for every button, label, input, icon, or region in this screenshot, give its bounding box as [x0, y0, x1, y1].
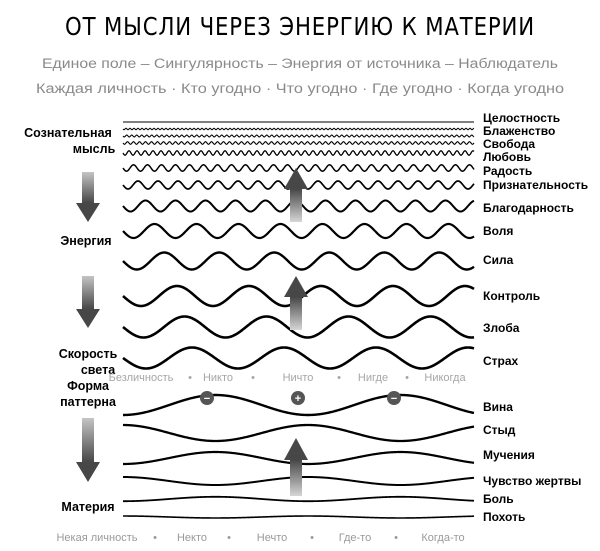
bottom-row: Некая личность • Некто • Нечто • Где-то …: [56, 532, 464, 544]
wave-line: [122, 423, 475, 443]
label-energy: Энергия: [60, 234, 111, 248]
bottom-row-item: Где-то: [339, 532, 371, 544]
emotion-label: Блаженство: [483, 124, 555, 138]
bottom-row-item: Некая личность: [56, 532, 137, 544]
page-title: ОТ МЫСЛИ ЧЕРЕЗ ЭНЕРГИЮ К МАТЕРИИ: [65, 12, 535, 41]
plus-sign-center: +: [291, 391, 305, 405]
emotion-label: Контроль: [483, 289, 540, 303]
svg-text:−: −: [204, 393, 210, 405]
middle-row: Безличность • Никто • Ничто • Нигде • Ни…: [109, 372, 467, 384]
middle-row-item: Ничто: [283, 372, 314, 384]
bottom-row-separator: •: [310, 532, 314, 544]
emotion-label: Чувство жертвы: [483, 474, 581, 488]
emotion-label: Целостность: [483, 111, 560, 125]
minus-sign-right: −: [387, 391, 401, 405]
emotion-label: Боль: [483, 492, 514, 506]
label-conscious-thought-2: мысль: [73, 142, 116, 156]
wave-line: [122, 393, 475, 417]
middle-row-item: Нигде: [358, 372, 388, 384]
wave-line: [122, 346, 475, 370]
middle-row-separator: •: [251, 372, 255, 384]
down-arrow-3: [76, 418, 100, 482]
emotion-label: Похоть: [483, 510, 525, 524]
wave-line: [122, 127, 475, 131]
bottom-row-item: Когда-то: [421, 532, 464, 544]
emotion-label: Любовь: [483, 150, 531, 164]
wave-line: [122, 164, 475, 172]
wave-line: [122, 515, 475, 519]
wave-line: [122, 134, 475, 138]
middle-row-item: Никогда: [424, 372, 466, 384]
emotion-label: Воля: [483, 224, 513, 238]
minus-sign-left: −: [200, 391, 214, 405]
middle-row-item: Безличность: [109, 372, 174, 384]
emotion-label: Благодарность: [483, 201, 574, 215]
down-arrow-1: [76, 172, 100, 222]
emotion-label: Страх: [483, 354, 519, 368]
label-pattern-form-2: паттерна: [60, 395, 117, 409]
emotion-label: Сила: [483, 253, 514, 267]
bottom-row-separator: •: [394, 532, 398, 544]
emotion-label: Мучения: [483, 448, 535, 462]
bottom-row-separator: •: [227, 532, 231, 544]
bottom-row-item: Некто: [177, 532, 207, 544]
emotion-label: Вина: [483, 400, 513, 414]
wave-line: [122, 222, 475, 240]
wave-line: [122, 150, 475, 156]
wave-line: [122, 251, 475, 271]
emotion-label: Признательность: [483, 178, 588, 192]
middle-row-separator: •: [405, 372, 409, 384]
label-matter: Материя: [61, 500, 114, 514]
up-arrow-1: [284, 168, 308, 222]
svg-text:−: −: [391, 393, 397, 405]
emotion-labels: Целостность Блаженство Свобода Любовь Ра…: [483, 111, 588, 524]
wave-line: [122, 141, 475, 145]
emotion-label: Стыд: [483, 423, 516, 437]
subtitle-line-1: Единое поле – Сингулярность – Энергия от…: [42, 56, 558, 71]
emotion-label: Свобода: [483, 137, 535, 151]
svg-text:+: +: [295, 393, 301, 405]
down-arrow-2: [76, 276, 100, 328]
subtitle-line-2: Каждая личность · Кто угодно · Что угодн…: [36, 81, 564, 96]
middle-row-separator: •: [188, 372, 192, 384]
wave-line: [122, 315, 475, 339]
up-arrow-3: [284, 438, 308, 496]
emotion-label: Радость: [483, 164, 532, 178]
bottom-row-separator: •: [153, 532, 157, 544]
label-conscious-thought-1: Сознательная: [24, 126, 112, 140]
middle-row-separator: •: [337, 372, 341, 384]
wave-line: [122, 495, 475, 503]
up-arrow-2: [284, 276, 308, 330]
bottom-row-item: Нечто: [257, 532, 287, 544]
label-speed-of-light-1: Скорость: [59, 347, 118, 361]
emotion-label: Злоба: [483, 321, 520, 335]
label-speed-of-light-2: света: [81, 363, 116, 377]
middle-row-item: Никто: [203, 372, 233, 384]
label-pattern-form-1: Форма: [67, 379, 110, 393]
